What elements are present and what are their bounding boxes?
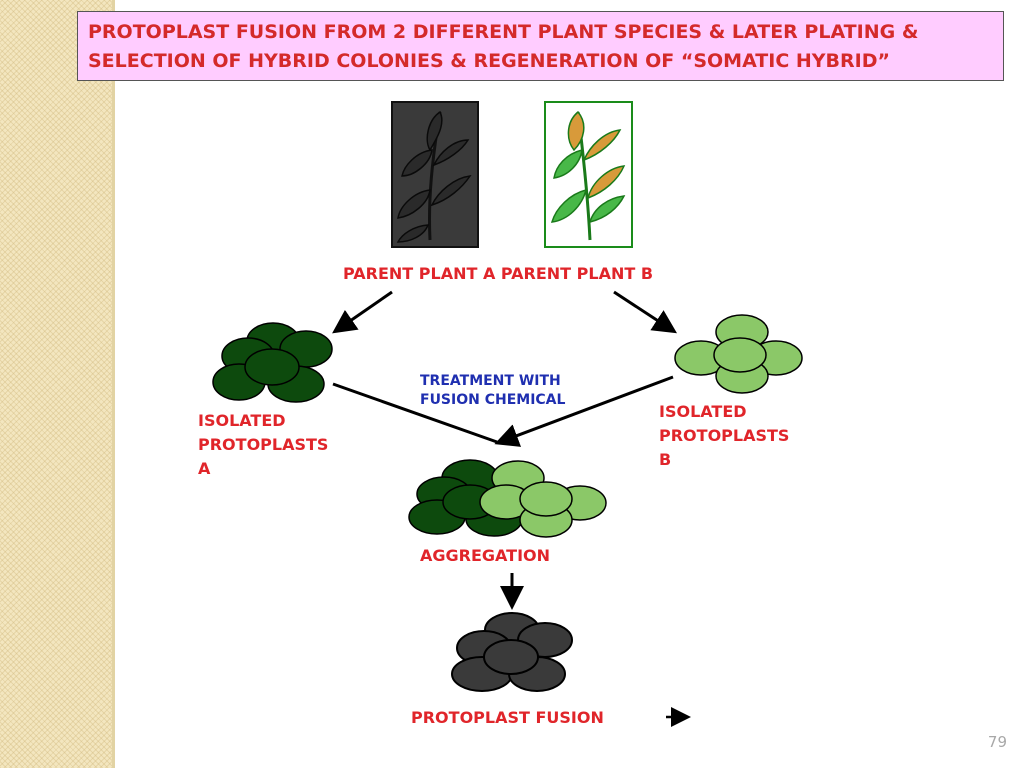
treatment-label-line2: FUSION CHEMICAL xyxy=(420,392,566,408)
page-number: 79 xyxy=(987,733,1007,751)
fused-protoplast-cluster xyxy=(451,612,573,692)
side-divider xyxy=(112,0,115,768)
parent-plants-label: PARENT PLANT A PARENT PLANT B xyxy=(343,264,654,283)
protoplasts-b-cluster xyxy=(674,314,803,394)
arrow-parent-a-to-protoplasts xyxy=(332,290,393,334)
arrow-parent-b-to-protoplasts xyxy=(613,290,678,334)
arrow-b-to-aggregation xyxy=(494,375,674,447)
aggregation-cluster xyxy=(408,459,607,538)
treatment-label-line1: TREATMENT WITH xyxy=(420,373,561,389)
isolated-protoplasts-b-label-line1: ISOLATED xyxy=(659,402,747,421)
protoplast-fusion-label: PROTOPLAST FUSION xyxy=(411,708,604,727)
decorative-side-strip xyxy=(0,0,112,768)
title-line-2: SELECTION OF HYBRID COLONIES & REGENERAT… xyxy=(88,50,890,72)
parent-plant-a-image xyxy=(391,101,479,248)
arrow-a-to-aggregation xyxy=(332,382,498,444)
isolated-protoplasts-a-label-line3: A xyxy=(198,459,211,478)
protoplasts-a-cluster xyxy=(212,322,333,403)
title-line-1: PROTOPLAST FUSION FROM 2 DIFFERENT PLANT… xyxy=(88,21,919,43)
aggregation-label: AGGREGATION xyxy=(420,546,551,565)
isolated-protoplasts-b-label-line3: B xyxy=(659,450,672,469)
isolated-protoplasts-a-label-line2: PROTOPLASTS xyxy=(198,435,329,454)
isolated-protoplasts-a-label-line1: ISOLATED xyxy=(198,411,286,430)
isolated-protoplasts-b-label-line2: PROTOPLASTS xyxy=(659,426,790,445)
title-box: PROTOPLAST FUSION FROM 2 DIFFERENT PLANT… xyxy=(77,11,1004,81)
parent-plant-b-image xyxy=(544,101,633,248)
